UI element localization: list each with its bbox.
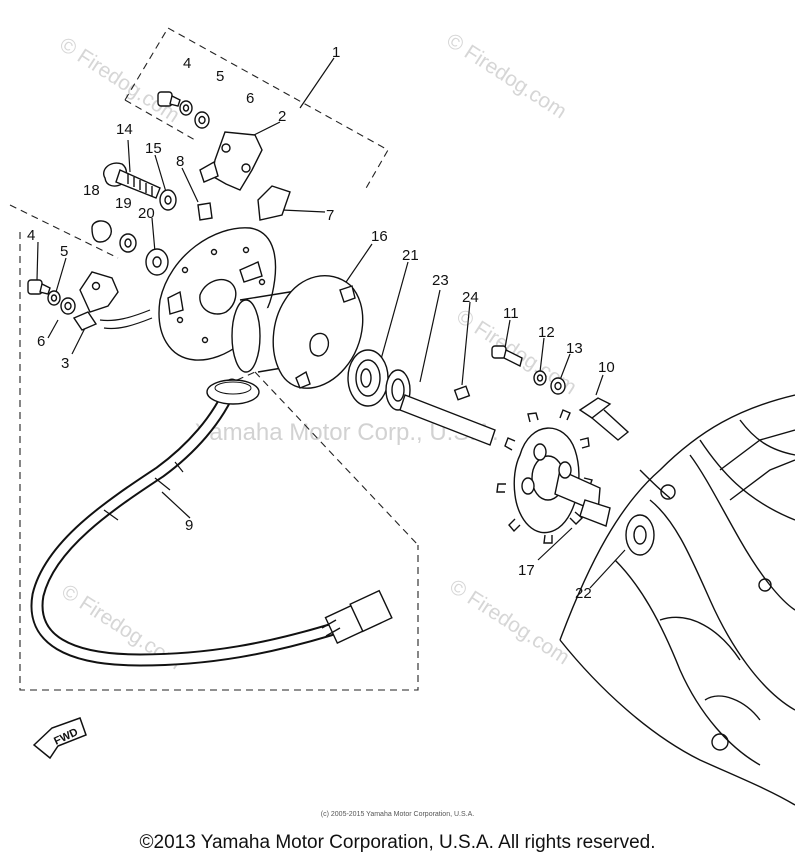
callout-22: 22 [575,585,592,602]
callout-2: 2 [278,108,286,125]
bearing-and-washers [347,349,471,411]
clip-10 [578,397,630,441]
screw-set-11-13 [491,345,566,395]
callout-14: 14 [116,121,133,138]
callout-3: 3 [61,355,69,372]
callout-5: 5 [216,68,224,85]
callout-9: 9 [185,517,193,534]
firedog-watermark: © Firedog.com [445,575,573,669]
callout-12: 12 [538,324,555,341]
callout-6: 6 [246,90,254,107]
callout-15: 15 [145,140,162,157]
washer-22 [625,514,655,556]
callout-7: 7 [326,207,334,224]
firedog-watermark: © Firedog.com [442,29,570,123]
firedog-watermark: © Firedog.com [55,33,183,127]
fwd-arrow-marker: FWD [32,717,87,760]
callout-17: 17 [518,562,535,579]
harness-connector [321,589,393,644]
callout-5-lower: 5 [60,243,68,260]
callout-11: 11 [503,305,519,322]
callout-19: 19 [115,195,132,212]
assembly-outlines [9,27,419,691]
small-copyright-notice: (c) 2005-2015 Yamaha Motor Corporation, … [320,811,475,818]
lower-pickup-assembly [27,271,119,331]
upper-pickup-assembly [157,91,291,221]
callout-18: 18 [83,182,100,199]
bolt-and-washers [91,162,177,276]
rotor-assembly [231,275,364,389]
assembly-box-2 [19,232,419,691]
callout-16: 16 [371,228,388,245]
pin-24 [453,385,471,401]
callout-1: 1 [332,44,340,61]
callout-21: 21 [402,247,419,264]
callout-10: 10 [598,359,615,376]
callout-4: 4 [183,55,191,72]
assembly-box-1 [124,27,389,191]
callout-4-lower: 4 [27,227,35,244]
copyright-notice: ©2013 Yamaha Motor Corporation, U.S.A. A… [139,832,656,853]
callout-20: 20 [138,205,155,222]
wire-harness [30,309,393,667]
shaft-and-gear [399,394,611,544]
callout-23: 23 [432,272,449,289]
engine-crankcase [559,394,795,806]
leader-lines [36,57,626,589]
callout-8: 8 [176,153,184,170]
callout-24: 24 [462,289,479,306]
callout-6-lower: 6 [37,333,45,350]
callout-13: 13 [566,340,583,357]
callout-labels: 1 2 3 4 5 6 7 8 9 10 11 12 13 14 15 16 1… [27,44,615,602]
